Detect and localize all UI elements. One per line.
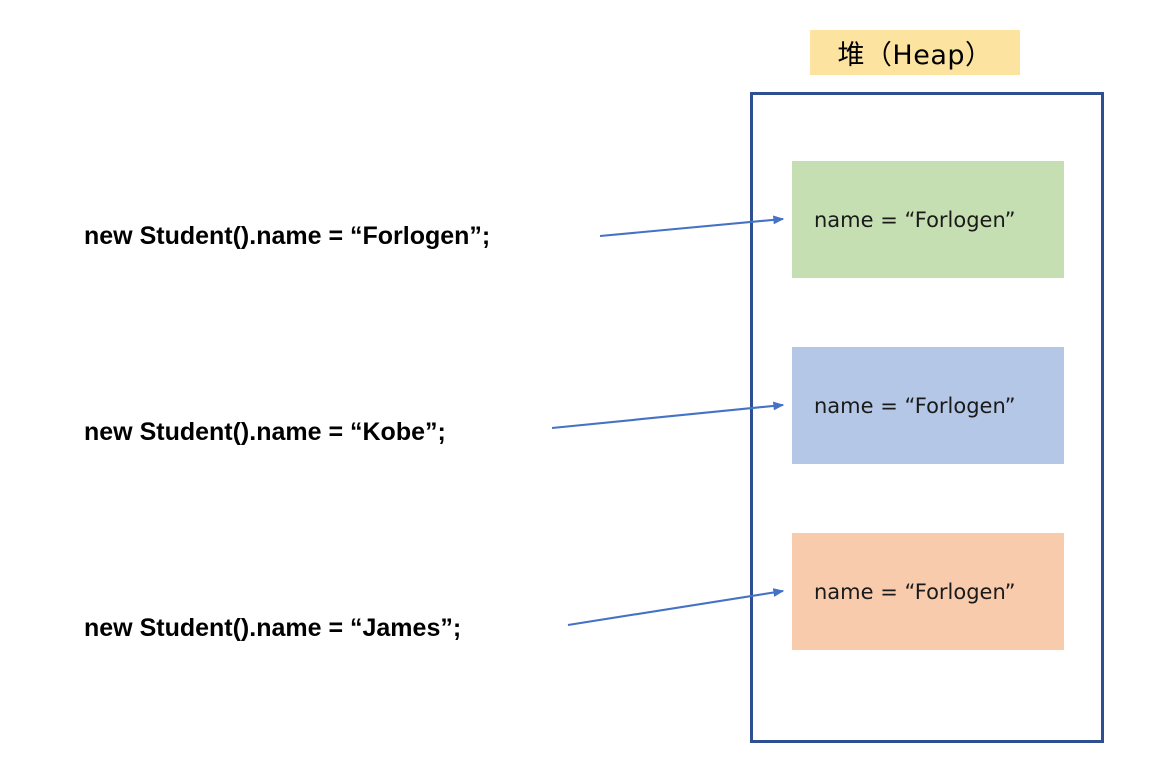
code-statement-1: new Student().name = “Forlogen”; (84, 222, 491, 250)
heap-object-cell-3: name = “Forlogen” (792, 533, 1064, 650)
heap-object-label-3: name = “Forlogen” (814, 579, 1016, 604)
heap-title-label: 堆（Heap） (810, 30, 1020, 75)
heap-object-cell-1: name = “Forlogen” (792, 161, 1064, 278)
code-statement-3: new Student().name = “James”; (84, 614, 462, 642)
code-statement-2: new Student().name = “Kobe”; (84, 418, 446, 446)
heap-object-label-2: name = “Forlogen” (814, 393, 1016, 418)
heap-object-label-1: name = “Forlogen” (814, 207, 1016, 232)
heap-object-cell-2: name = “Forlogen” (792, 347, 1064, 464)
arrow-statement-2-to-cell-2 (551, 401, 785, 430)
